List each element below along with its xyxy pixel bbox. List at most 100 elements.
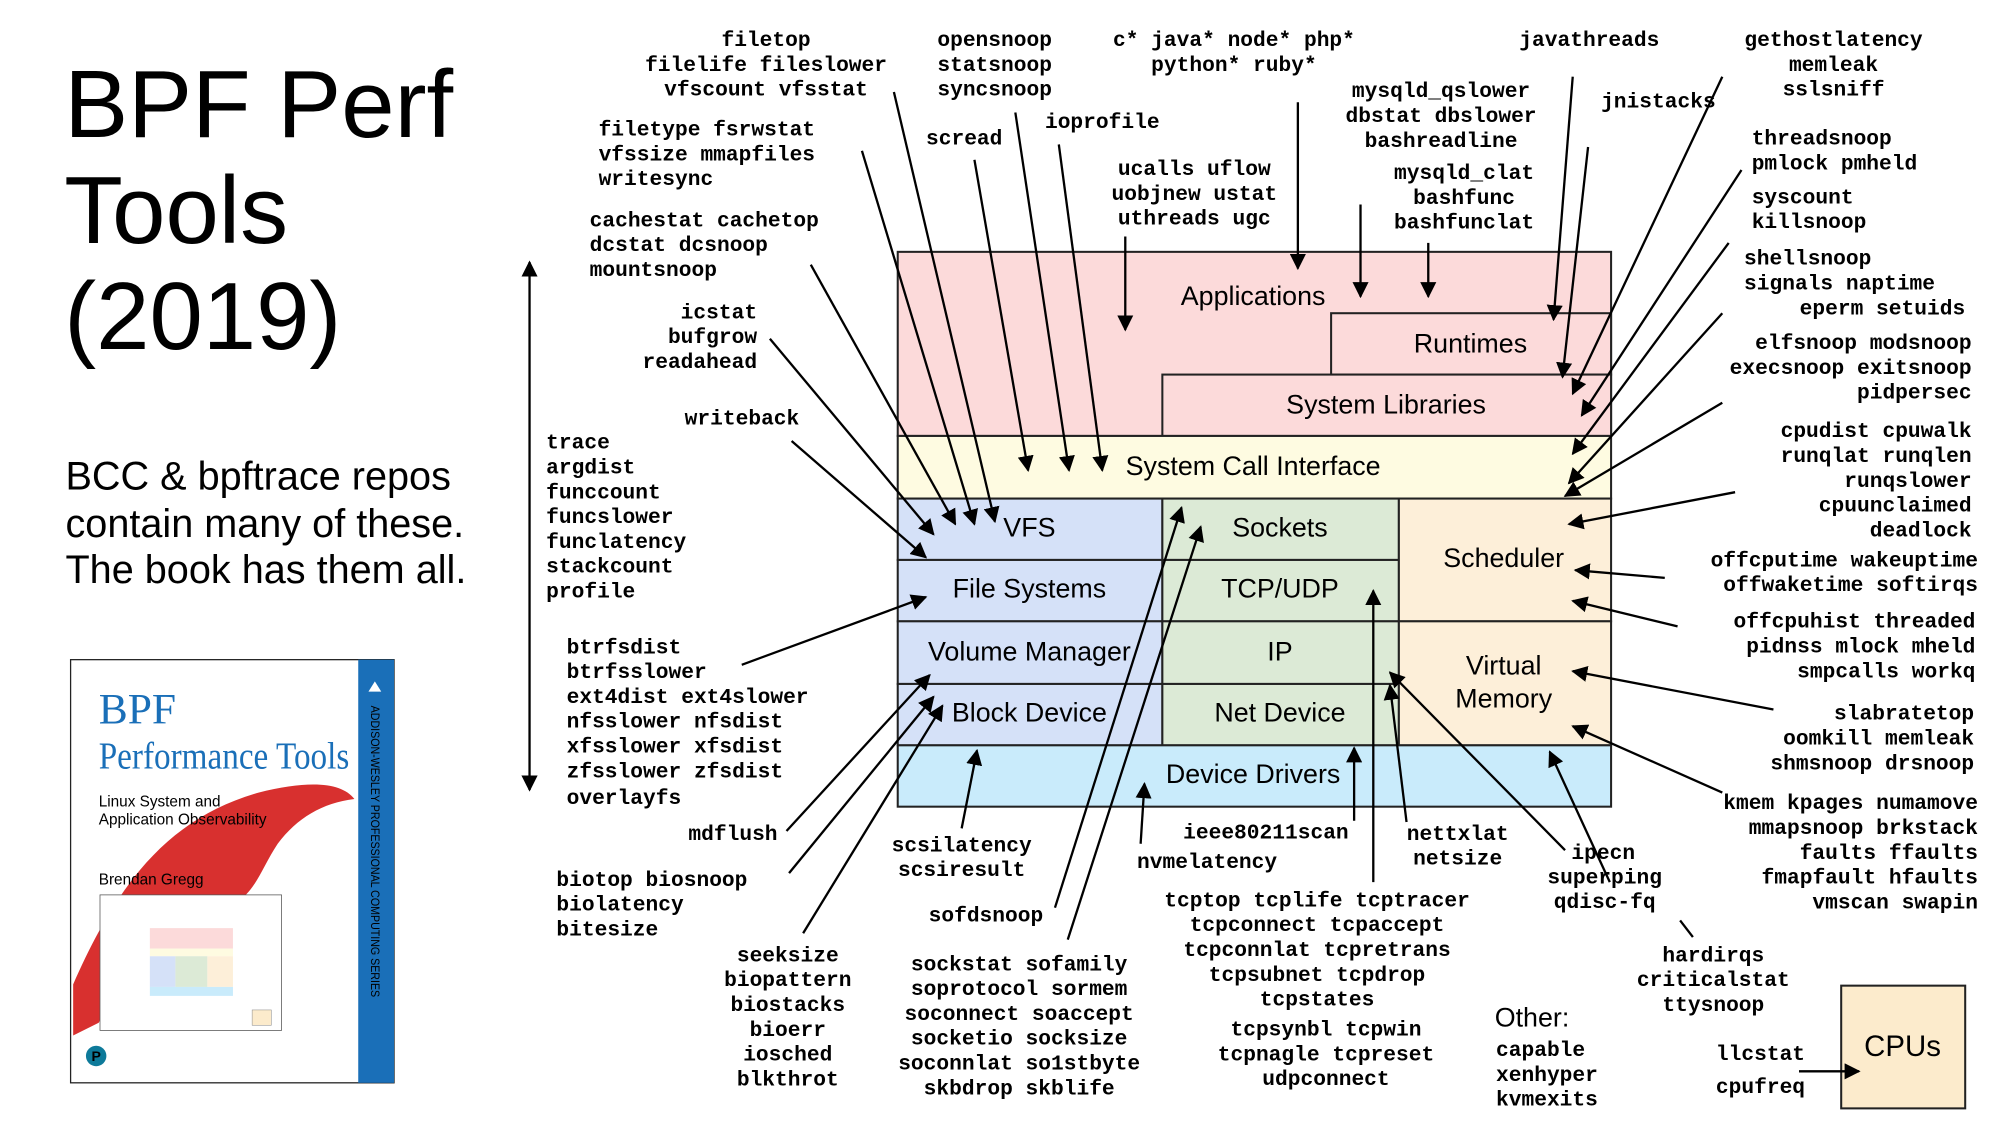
tool-name: qdisc-fq [1554,891,1656,915]
tool-arrow [1571,724,1723,794]
tool-name: argdist [546,457,635,481]
tool-name: biostacks [730,994,845,1018]
tool-name: blkthrot [737,1068,839,1092]
book-spine [358,659,395,1083]
tool-group-sofdsnoop: sofdsnoop [929,905,1044,929]
tool-name: tcptop tcplife tcptracer [1164,889,1470,913]
tool-name: filetop [721,29,810,53]
tool-arrow [1567,312,1724,485]
tool-arrow [1573,563,1665,580]
tool-name: seeksize [737,944,839,968]
tool-group-javathreads: javathreads [1519,29,1659,53]
tool-name: offwaketime softirqs [1723,574,1978,598]
tool-name: deadlock [1870,519,1972,543]
tool-name: bitesize [556,919,658,943]
tool-name: syncsnoop [937,79,1052,103]
tool-name: threadsnoop [1752,127,1892,151]
tool-name: btrfsdist [567,636,682,660]
tool-name: oomkill memleak [1783,728,1974,752]
subtitle-line: contain many of these. [65,502,464,546]
book-title-line2: Performance Tools [99,735,350,777]
tool-name: tcpconnect tcpaccept [1190,914,1445,938]
tool-arrow [1571,665,1774,711]
slide-title: BPF Perf Tools (2019) [64,51,453,370]
tool-name: mountsnoop [590,259,717,283]
file-systems-label: File Systems [953,574,1107,604]
tool-name: writeback [685,407,800,431]
tool-name: funccount [546,481,661,505]
tool-name: bashreadline [1365,130,1518,154]
other-label: Other: [1495,1003,1570,1033]
tool-name: offcputime wakeuptime [1711,549,1978,573]
tool-name: elfsnoop modsnoop [1755,332,1971,356]
tool-name: iosched [743,1044,832,1068]
tool-name: funclatency [546,531,686,555]
tool-arrow [1053,505,1185,909]
subtitle-line: The book has them all. [65,548,466,592]
tool-name: nettxlat [1407,823,1509,847]
block-device-label: Block Device [952,698,1107,728]
tool-name: tcpconnlat tcpretrans [1183,939,1450,963]
tool-name: execsnoop exitsnoop [1730,357,1972,381]
book-cover: BPF Performance Tools Linux System and A… [69,659,395,1084]
tool-name: eperm setuids [1800,297,1966,321]
tool-name: tcpsynbl tcpwin [1230,1019,1421,1043]
tool-name: opensnoop [937,29,1052,53]
publisher-mark-icon [368,681,382,692]
tool-name: readahead [642,351,757,375]
slide-subtitle: BCC & bpftrace repos contain many of the… [65,455,466,592]
book-title-line1: BPF [99,686,176,734]
tool-arrow [1546,76,1574,322]
tool-name: cpudist cpuwalk [1781,420,1972,444]
tool-name: zfsslower zfsdist [567,760,783,784]
runtimes-label: Runtimes [1414,328,1527,358]
tool-arrow [1556,146,1590,379]
tool-name: killsnoop [1752,211,1867,235]
tool-arrow [1580,169,1743,417]
tool-arrow [1563,401,1723,498]
book-mini-diagram [99,894,282,1031]
tool-group-writeback: writeback [685,407,800,431]
tool-name: udpconnect [1262,1068,1389,1092]
tool-name: writesync [599,168,714,192]
tool-name: ipecn [1571,842,1635,866]
tool-name: ieee80211scan [1183,822,1349,846]
tool-name: bashfunclat [1394,212,1534,236]
tool-name: smpcalls workq [1797,660,1975,684]
tool-name: gethostlatency [1744,29,1923,53]
title-line: BPF Perf [64,51,453,158]
tool-group-cpufreq: cpufreq [1716,1076,1805,1100]
device-drivers-label: Device Drivers [1166,759,1340,789]
tool-name: funcslower [546,506,673,530]
tool-name: stackcount [546,556,673,580]
tool-name: pidpersec [1857,382,1972,406]
tool-arrow [860,150,978,526]
tool-arrow [809,264,957,526]
tool-name: bashfunc [1413,187,1515,211]
tool-arrow [960,748,983,829]
tool-name: nvmelatency [1137,851,1277,875]
tcp-udp-layer [1161,558,1400,623]
tool-name: tcpnagle tcpreset [1218,1043,1434,1067]
tool-group-llcstat: llcstat [1716,1043,1805,1067]
tool-group-mdflush: mdflush [688,823,777,847]
tool-arrow [892,91,1000,524]
tool-name: jnistacks [1601,90,1716,114]
book-subtitle-line1: Linux System and [99,794,221,811]
applications-label: Applications [1181,281,1326,311]
